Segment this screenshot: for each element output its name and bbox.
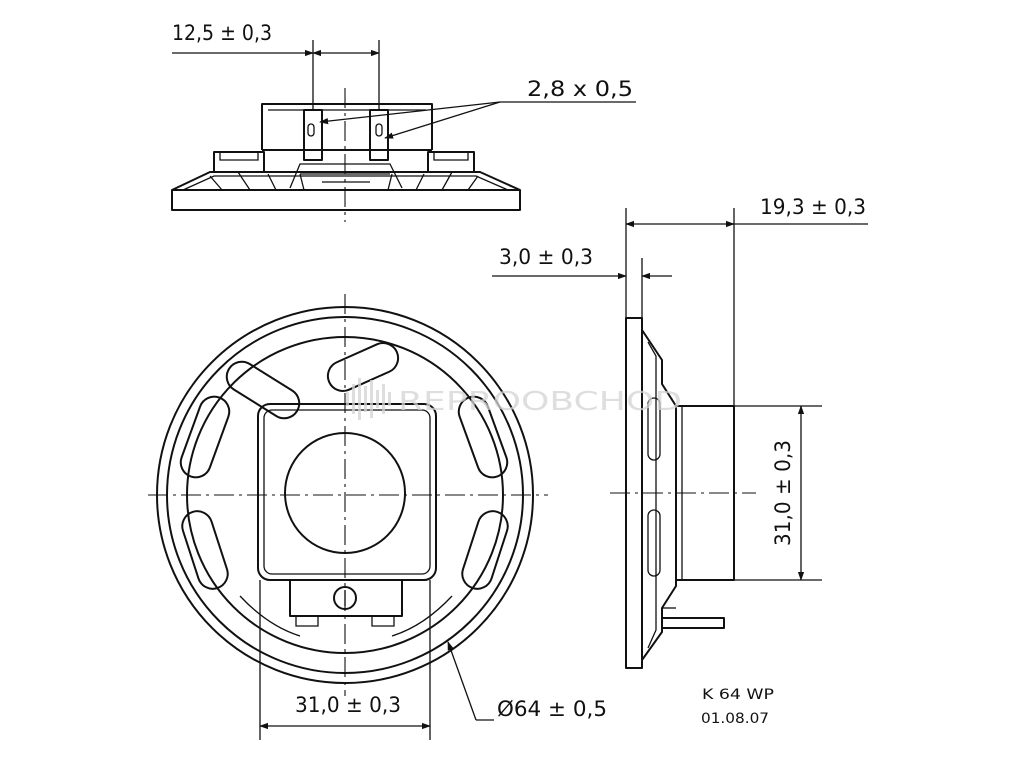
magnet-height-label: 31,0 ± 0,3 [771,440,795,546]
terminal-spacing-label: 12,5 ± 0,3 [172,21,272,45]
dimension-terminal-size: 2,8 x 0,5 [319,77,636,139]
dimension-overall-depth: 19,3 ± 0,3 [625,195,868,406]
watermark: REPROOBCHOD [346,378,682,420]
dimension-terminal-spacing: 12,5 ± 0,3 [172,21,380,110]
title-block: K 64 WP 01.08.07 [701,687,774,727]
top-view [171,88,521,222]
front-view [148,294,548,696]
terminal-size-label: 2,8 x 0,5 [527,77,633,101]
dimension-magnet-height: 31,0 ± 0,3 [734,405,822,581]
frame-thickness-label: 3,0 ± 0,3 [499,245,593,269]
overall-depth-label: 19,3 ± 0,3 [760,195,866,219]
dimension-magnet-width: 31,0 ± 0,3 [259,580,431,740]
magnet-width-label: 31,0 ± 0,3 [295,693,401,717]
dimension-diameter: Ø64 ± 0,5 [447,641,607,721]
date-label: 01.08.07 [701,711,769,727]
diameter-label: Ø64 ± 0,5 [497,697,607,721]
watermark-text: REPROOBCHOD [398,387,682,417]
side-view [610,317,756,669]
model-label: K 64 WP [702,687,774,703]
dimension-frame-thickness: 3,0 ± 0,3 [492,245,672,318]
